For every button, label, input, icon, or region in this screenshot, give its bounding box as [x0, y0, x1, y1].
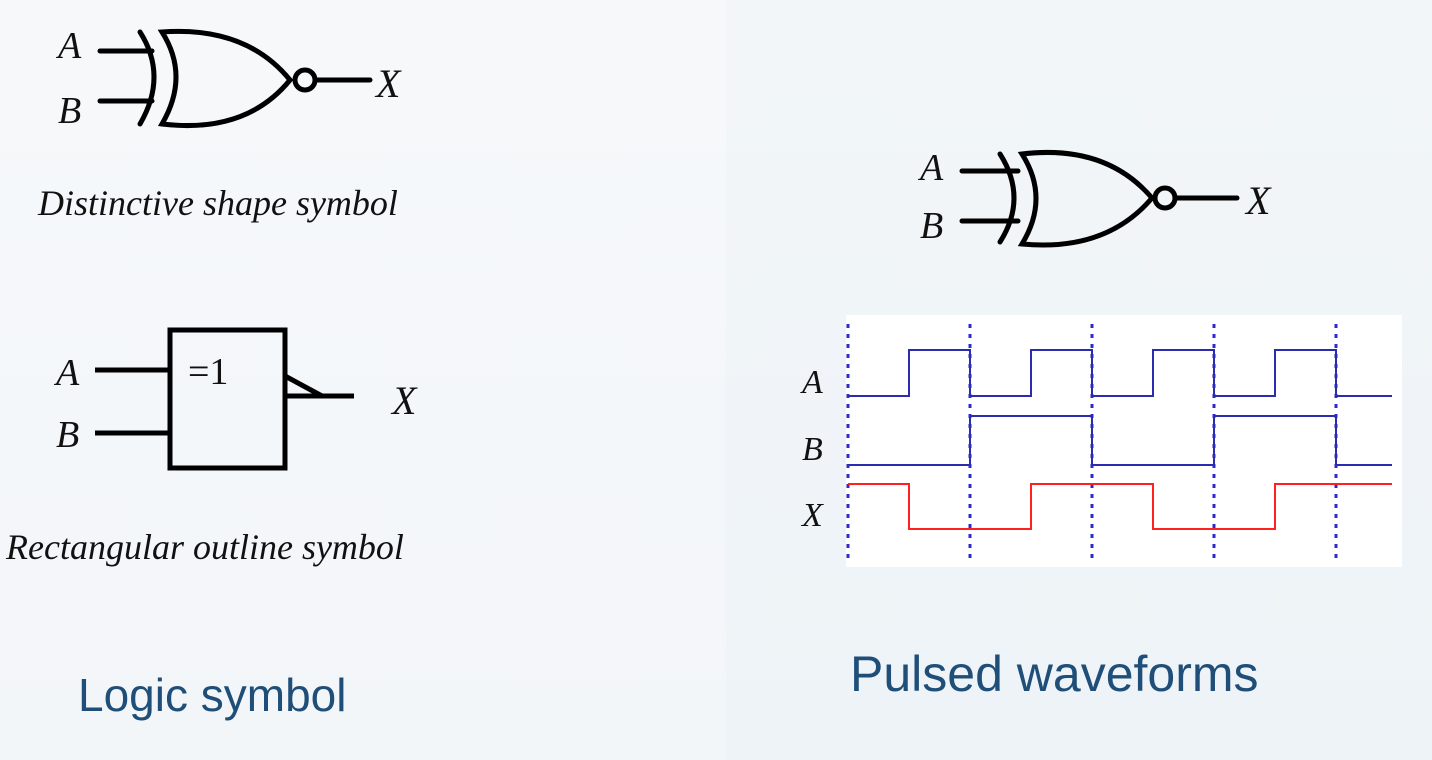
gate-function-label: =1 — [188, 351, 228, 393]
input-b-label: B — [920, 205, 943, 247]
rectangular-outline-caption: Rectangular outline symbol — [6, 527, 404, 567]
waveform-a — [848, 349, 1392, 397]
output-x-label: X — [1244, 178, 1272, 223]
waveform-x — [848, 483, 1392, 530]
logic-symbol-title: Logic symbol — [78, 669, 347, 721]
waveform-a-label: A — [800, 364, 823, 401]
xnor-distinctive-symbol: A B X — [55, 25, 402, 132]
distinctive-shape-caption: Distinctive shape symbol — [38, 183, 398, 223]
xnor-rectangular-symbol: =1 A B X — [53, 327, 418, 471]
output-x-label: X — [390, 378, 418, 423]
input-a-label: A — [55, 25, 82, 67]
waveform-b-label: B — [802, 431, 823, 468]
output-x-label: X — [374, 61, 402, 106]
left-panel — [0, 0, 726, 760]
waveform-b — [848, 415, 1392, 466]
pulsed-waveforms-title: Pulsed waveforms — [850, 646, 1259, 702]
waveform-plot-area — [846, 315, 1402, 567]
waveform-x-label: X — [800, 497, 824, 534]
input-b-label: B — [58, 90, 81, 132]
xnor-gate-symbol: A B X — [917, 147, 1272, 248]
input-a-label: A — [917, 147, 944, 189]
input-a-label: A — [53, 352, 80, 394]
input-b-label: B — [56, 414, 79, 456]
